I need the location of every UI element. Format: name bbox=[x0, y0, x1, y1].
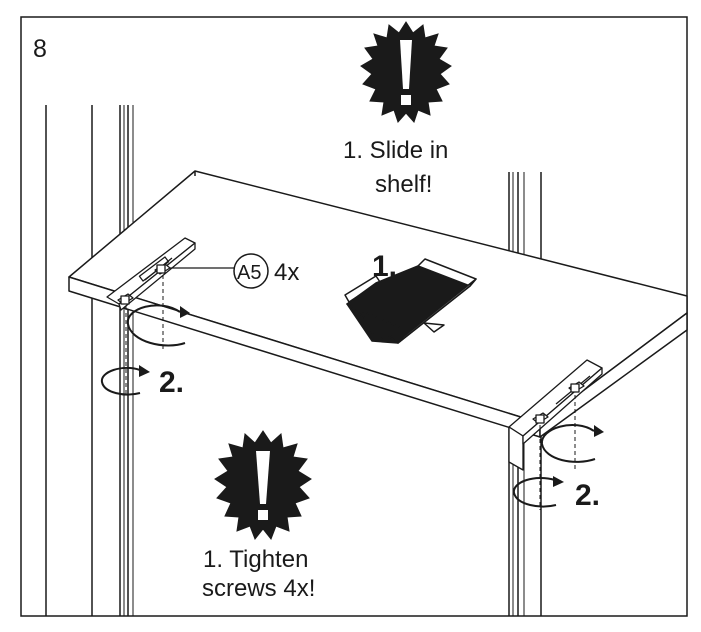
warning-bottom-line1: 1. Tighten bbox=[203, 546, 308, 573]
tighten-rotation-arrow-right-lower bbox=[512, 476, 564, 508]
warning-top-line2: shelf! bbox=[375, 171, 432, 198]
exclamation-icon-bottom bbox=[256, 451, 270, 504]
part-callout: A5 4x bbox=[170, 253, 299, 289]
tighten-rotation-arrow-right-upper bbox=[541, 424, 604, 463]
tighten-rotation-arrow-left-upper bbox=[126, 304, 190, 347]
left-shelf-bracket bbox=[106, 237, 196, 311]
screw-axis-lines bbox=[125, 275, 576, 510]
exclamation-icon-top bbox=[400, 40, 412, 89]
step-number: 8 bbox=[33, 35, 47, 63]
left-side-panel bbox=[45, 105, 134, 616]
part-code: A5 bbox=[237, 262, 261, 284]
warning-burst-top bbox=[360, 21, 452, 123]
tighten-rotation-arrow-left-lower bbox=[100, 365, 150, 396]
slide-in-arrow-label: 1. bbox=[372, 250, 397, 283]
slide-in-arrow bbox=[344, 258, 477, 344]
part-code-circle bbox=[233, 253, 269, 289]
warning-bottom-line2: screws 4x! bbox=[202, 575, 315, 602]
warning-burst-bottom bbox=[214, 430, 312, 540]
part-quantity: 4x bbox=[274, 259, 299, 286]
rotation-label-left: 2. bbox=[159, 366, 184, 399]
right-shelf-bracket bbox=[508, 359, 603, 471]
rotation-label-right: 2. bbox=[575, 479, 600, 512]
warning-top-line1: 1. Slide in bbox=[343, 137, 448, 164]
